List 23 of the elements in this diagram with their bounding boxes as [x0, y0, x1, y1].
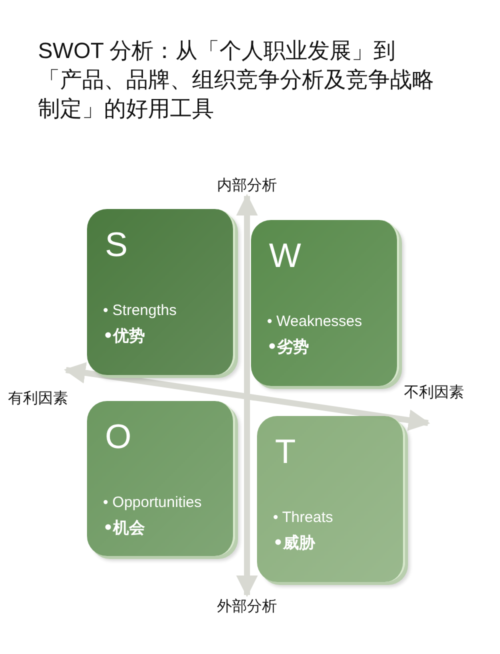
- axis-label: 有利因素: [8, 389, 68, 407]
- quadrant-letter: S: [105, 227, 128, 263]
- axis-arrow: [64, 362, 430, 431]
- quadrant-card: [87, 209, 235, 375]
- quadrant-card: [257, 416, 405, 582]
- quadrant-title: •劣势: [267, 337, 310, 357]
- quadrant-letter: O: [105, 419, 132, 455]
- axis-label: 不利因素: [404, 383, 464, 401]
- quadrant-title: •优势: [103, 326, 146, 346]
- axis-label: 内部分析: [217, 176, 277, 194]
- quadrant-card: [87, 401, 235, 556]
- quadrant-title: • Threats: [273, 509, 333, 527]
- quadrant-title: • Opportunities: [103, 494, 202, 512]
- axis-arrow: [236, 194, 258, 598]
- quadrant-title: • Strengths: [103, 302, 177, 320]
- quadrant-card: [251, 220, 399, 386]
- quadrant-title: •机会: [103, 518, 146, 538]
- quadrant-title: •威胁: [273, 533, 316, 553]
- axis-label: 外部分析: [217, 597, 277, 615]
- quadrant-title: • Weaknesses: [267, 313, 362, 331]
- title: SWOT 分析：从「个人职业发展」到「产品、品牌、组织竞争分析及竞争战略制定」的好用工具: [38, 37, 435, 123]
- quadrant-letter: W: [269, 238, 302, 274]
- quadrant-letter: T: [275, 434, 296, 470]
